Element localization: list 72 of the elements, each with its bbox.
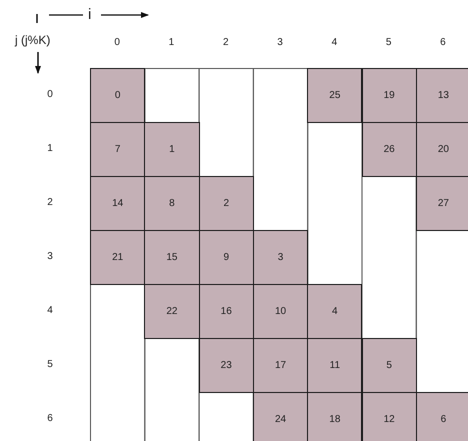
- cell-number: 27: [438, 198, 449, 208]
- filled-cell: [362, 68, 417, 123]
- filled-cell: [307, 68, 362, 123]
- filled-cell: [90, 122, 146, 177]
- filled-cell: [362, 122, 417, 177]
- cell-number: 19: [384, 90, 395, 100]
- filled-cell: [252, 230, 308, 285]
- filled-cell: [198, 230, 254, 285]
- row-index: 5: [46, 360, 54, 370]
- cell-number: 8: [169, 198, 175, 208]
- axis-label: i: [88, 7, 92, 22]
- filled-cell: [198, 176, 254, 231]
- row-index: 3: [46, 252, 54, 262]
- column-index: 5: [384, 38, 392, 48]
- cell-number: 24: [274, 414, 286, 424]
- cell-number: 12: [384, 414, 395, 424]
- filled-cell: [90, 230, 146, 285]
- row-index: 6: [46, 414, 54, 424]
- filled-cell: [416, 122, 468, 177]
- cell-number: 5: [386, 360, 392, 370]
- filled-cell: [252, 284, 308, 339]
- filled-cell: [144, 284, 200, 339]
- filled-cell: [252, 338, 308, 393]
- filled-cell: [252, 392, 308, 441]
- filled-cell: [362, 338, 417, 393]
- cell-number: 22: [166, 306, 178, 316]
- filled-cell: [90, 68, 146, 123]
- filled-cell: [307, 338, 362, 393]
- axis-label: j (j%K): [15, 34, 50, 46]
- cell-number: 9: [223, 252, 230, 262]
- cell-number: 14: [112, 198, 124, 208]
- row-index: 1: [46, 144, 54, 154]
- cell-number: 4: [332, 306, 338, 316]
- cell-number: 16: [220, 306, 232, 316]
- cell-number: 2: [223, 198, 230, 208]
- filled-cell: [144, 230, 200, 285]
- cell-number: 20: [438, 144, 449, 154]
- filled-cell: [416, 176, 468, 231]
- cell-number: 18: [329, 414, 340, 424]
- column-index: 4: [330, 38, 338, 48]
- row-index: 0: [46, 90, 54, 100]
- column-index: 0: [113, 38, 121, 48]
- row-index: 2: [46, 198, 54, 208]
- cell-number: 10: [274, 306, 286, 316]
- filled-cell: [90, 176, 146, 231]
- filled-cell: [144, 176, 200, 231]
- filled-cell: [144, 122, 200, 177]
- filled-cell: [416, 68, 468, 123]
- cell-number: 25: [329, 90, 340, 100]
- filled-cell: [362, 392, 417, 441]
- cell-number: 17: [274, 360, 286, 370]
- column-index: 1: [168, 38, 176, 48]
- cell-number: 15: [166, 252, 178, 262]
- filled-cell: [198, 338, 254, 393]
- cell-number: 7: [114, 144, 120, 154]
- filled-cell: [307, 284, 362, 339]
- column-index: 3: [276, 38, 284, 48]
- cell-number: 6: [440, 414, 446, 424]
- column-index: 2: [222, 38, 230, 48]
- filled-cell: [307, 392, 362, 441]
- row-index: 4: [46, 306, 54, 316]
- cell-number: 13: [438, 90, 449, 100]
- cell-number: 23: [220, 360, 232, 370]
- cell-number: 3: [278, 252, 284, 262]
- filled-cell: [198, 284, 254, 339]
- cell-number: 11: [330, 360, 340, 370]
- column-index: 6: [439, 38, 447, 48]
- cell-number: 21: [112, 252, 124, 262]
- cell-number: 0: [114, 90, 120, 100]
- cell-number: 26: [384, 144, 395, 154]
- cell-number: 1: [169, 144, 175, 154]
- filled-cell: [416, 392, 468, 441]
